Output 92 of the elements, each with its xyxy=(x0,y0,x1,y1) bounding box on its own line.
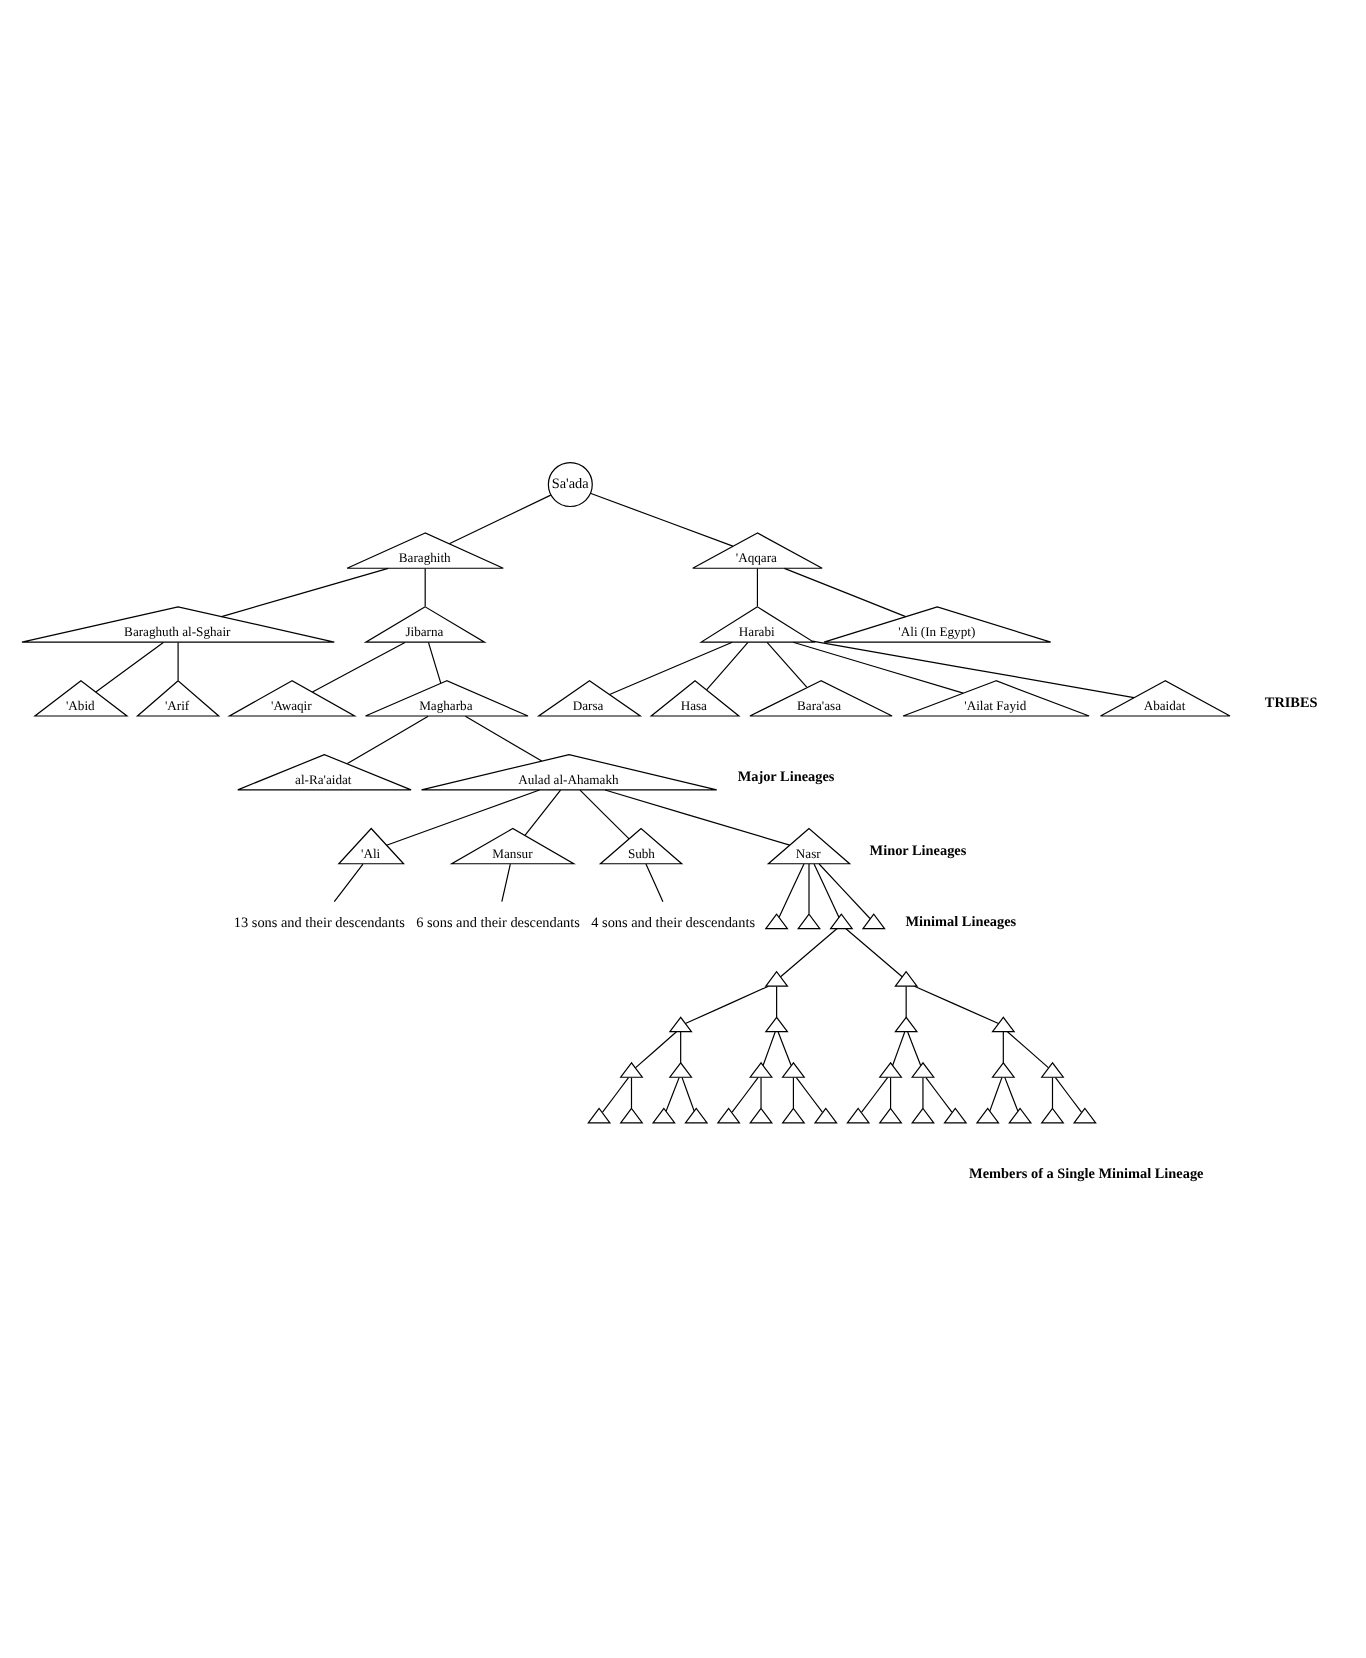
node-triangle xyxy=(651,1106,676,1123)
connector xyxy=(424,566,426,606)
node-triangle xyxy=(991,1060,1016,1077)
connector xyxy=(346,714,429,764)
node-triangle xyxy=(764,1015,789,1032)
connector xyxy=(1051,1076,1054,1108)
node-triangle xyxy=(894,1015,919,1032)
node-triangle xyxy=(684,1106,709,1123)
connector xyxy=(604,788,791,845)
connector xyxy=(448,493,552,544)
connector xyxy=(1054,1076,1082,1112)
connector xyxy=(922,1076,924,1108)
connector xyxy=(913,984,1000,1024)
connector xyxy=(333,862,364,902)
node-triangle xyxy=(878,1106,903,1123)
node-triangle xyxy=(619,1106,644,1123)
connector xyxy=(792,1076,794,1108)
connector xyxy=(684,984,770,1024)
connector xyxy=(608,640,733,695)
connector xyxy=(601,1076,630,1112)
connector xyxy=(706,640,749,690)
node-triangle xyxy=(764,969,789,986)
node-triangle xyxy=(943,1106,968,1123)
node-triangle xyxy=(846,1106,871,1123)
connector xyxy=(808,862,810,914)
connector xyxy=(630,1076,633,1108)
connector xyxy=(780,926,838,977)
node-triangle xyxy=(781,1060,806,1077)
connector xyxy=(777,1030,792,1066)
connector xyxy=(427,640,442,683)
node-triangle xyxy=(797,912,821,929)
connector xyxy=(778,862,805,917)
connector xyxy=(501,862,511,902)
connector xyxy=(762,1030,776,1066)
connector xyxy=(811,639,1135,698)
connector xyxy=(524,788,562,835)
node-triangle xyxy=(813,1106,838,1123)
connector xyxy=(845,926,903,977)
node-triangle xyxy=(587,1106,612,1123)
node-triangle xyxy=(910,1060,935,1077)
connector xyxy=(1004,1076,1019,1111)
connector xyxy=(1006,1030,1049,1068)
node-triangle xyxy=(668,1015,693,1032)
node-triangle xyxy=(764,912,789,929)
node-triangle xyxy=(1008,1106,1033,1123)
connector xyxy=(464,714,543,761)
connector xyxy=(311,640,406,692)
connector xyxy=(760,1076,762,1108)
connector xyxy=(731,1076,759,1112)
connector xyxy=(635,1030,678,1068)
node-triangle xyxy=(975,1106,1000,1123)
connector xyxy=(818,862,871,919)
connector xyxy=(892,1030,906,1066)
node-triangle xyxy=(991,1015,1016,1032)
connector xyxy=(889,1076,892,1108)
node-triangle xyxy=(829,912,854,929)
connector xyxy=(813,862,840,917)
connector xyxy=(861,1076,889,1112)
connector xyxy=(681,1076,695,1111)
connector xyxy=(907,1030,922,1066)
connector xyxy=(792,640,964,693)
node-triangle xyxy=(1040,1106,1065,1123)
connector xyxy=(766,640,808,687)
connector xyxy=(665,1076,680,1111)
connector xyxy=(776,984,778,1017)
connector xyxy=(756,566,759,606)
connector xyxy=(925,1076,953,1112)
node-triangle xyxy=(619,1060,644,1077)
node-triangle xyxy=(1040,1060,1065,1077)
connector xyxy=(221,566,389,617)
connector xyxy=(95,640,164,692)
node-triangle xyxy=(878,1060,903,1077)
connector xyxy=(905,984,907,1017)
connector xyxy=(386,788,541,845)
node-triangle xyxy=(894,969,919,986)
node-triangle xyxy=(861,912,886,929)
connector xyxy=(589,491,734,546)
node-triangle xyxy=(716,1106,741,1123)
node-triangle xyxy=(1072,1106,1097,1123)
connector xyxy=(1002,1030,1004,1063)
node-triangle xyxy=(668,1060,693,1077)
connector xyxy=(783,566,907,617)
node-triangle xyxy=(749,1106,773,1123)
connector xyxy=(579,788,630,839)
connector xyxy=(645,862,664,902)
connector xyxy=(177,640,179,680)
node-triangle xyxy=(749,1060,773,1077)
connector xyxy=(795,1076,823,1112)
node-triangle xyxy=(910,1106,935,1123)
connector xyxy=(680,1030,682,1063)
connector xyxy=(989,1076,1003,1111)
node-triangle xyxy=(781,1106,806,1123)
